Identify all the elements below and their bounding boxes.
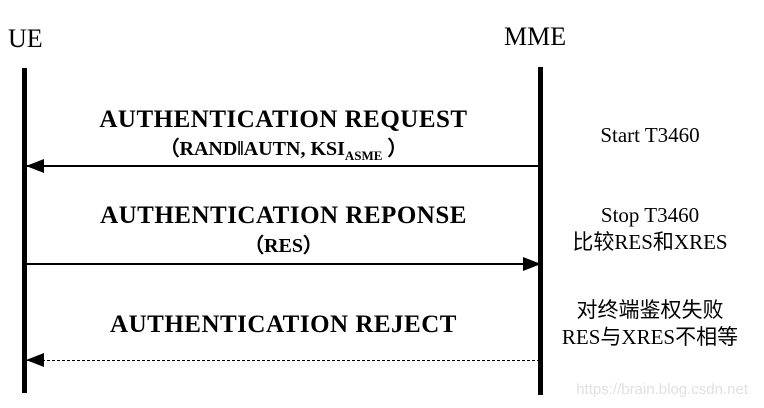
note-stop-t3460: Stop T3460 比较RES和XRES: [545, 202, 755, 256]
lifeline-mme: [538, 67, 543, 395]
note-line: Start T3460: [600, 123, 700, 147]
actor-label-ue: UE: [8, 24, 43, 53]
params-text: （RAND‖AUTN, KSI: [159, 138, 345, 160]
params-subscript: ASME: [344, 148, 383, 163]
note-start-t3460: Start T3460: [545, 122, 755, 149]
note-line: Stop T3460: [600, 203, 700, 227]
params-suffix: ）: [382, 138, 408, 160]
message-params-authentication-response: （RES）: [27, 235, 540, 257]
message-title-authentication-reject: AUTHENTICATION REJECT: [110, 311, 457, 338]
note-authentication-failed: 对终端鉴权失败 RES与XRES不相等: [545, 297, 755, 351]
message-title-authentication-response: AUTHENTICATION REPONSE: [100, 202, 467, 229]
arrowhead-left-icon: [26, 353, 44, 367]
arrow-authentication-request: [26, 159, 540, 173]
arrow-authentication-reject: [26, 353, 540, 367]
actor-label-mme: MME: [504, 22, 567, 51]
arrow-authentication-response: [27, 257, 541, 271]
note-line: 比较RES和XRES: [572, 230, 728, 254]
arrowhead-right-icon: [523, 257, 541, 271]
message-title-authentication-request: AUTHENTICATION REQUEST: [99, 106, 468, 133]
note-line: 对终端鉴权失败: [576, 298, 724, 322]
arrowhead-left-icon: [26, 159, 44, 173]
lifeline-ue: [22, 68, 27, 393]
message-params-authentication-request: （RAND‖AUTN, KSIASME ）: [27, 138, 540, 167]
note-line: RES与XRES不相等: [561, 325, 739, 349]
params-text: （RES）: [244, 235, 323, 257]
watermark-text: https://brain.blog.csdn.net: [576, 381, 748, 398]
